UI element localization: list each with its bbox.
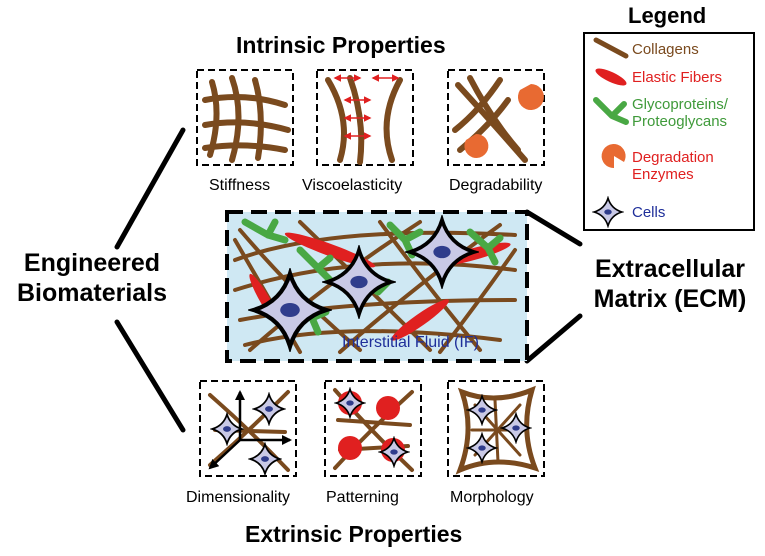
elastic-fiber-icon <box>595 68 627 86</box>
glycoprotein-icon <box>593 97 629 125</box>
morphology-label: Morphology <box>450 489 534 506</box>
interstitial-fluid-label: Interstitial Fluid (IF) <box>342 334 479 351</box>
ecm-panel <box>225 210 529 363</box>
legend-enzymes-line2: Enzymes <box>632 166 694 183</box>
stiffness-label: Stiffness <box>209 177 271 194</box>
degradability-panel <box>447 69 545 166</box>
connector-lines <box>114 127 583 433</box>
extracellular-matrix-line1: Extracellular <box>594 255 746 283</box>
viscoelasticity-label: Viscoelasticity <box>302 177 403 194</box>
patterning-label: Patterning <box>326 489 399 506</box>
legend-box <box>583 32 755 231</box>
engineered-biomaterials-line2: Biomaterials <box>16 279 168 307</box>
legend-title: Legend <box>628 3 707 28</box>
stiffness-panel <box>196 69 294 166</box>
legend-collagens: Collagens <box>632 41 699 58</box>
extracellular-matrix-label: Extracellular Matrix (ECM) <box>578 254 762 314</box>
degradability-label: Degradability <box>449 177 543 194</box>
morphology-panel <box>447 380 545 477</box>
collagen-icon <box>593 37 629 59</box>
dimensionality-label: Dimensionality <box>186 489 291 506</box>
extrinsic-title: Extrinsic Properties <box>245 521 463 547</box>
legend-enzymes-line1: Degradation <box>632 149 714 166</box>
legend-glycoproteins-line2: Proteoglycans <box>632 113 728 130</box>
legend-cells: Cells <box>632 204 666 221</box>
extracellular-matrix-line2: Matrix (ECM) <box>593 285 747 313</box>
viscoelasticity-panel <box>316 69 414 166</box>
legend-glycoproteins: Glycoproteins/ Proteoglycans <box>632 96 728 130</box>
enzyme-icon <box>601 144 626 169</box>
legend-enzymes: Degradation Enzymes <box>632 149 714 183</box>
patterning-panel <box>324 380 422 477</box>
intrinsic-title: Intrinsic Properties <box>236 32 446 58</box>
dimensionality-panel <box>199 380 297 477</box>
legend-elastic-fibers: Elastic Fibers <box>632 69 723 86</box>
engineered-biomaterials-label: Engineered Biomaterials <box>4 248 180 308</box>
legend-glycoproteins-line1: Glycoproteins/ <box>632 96 728 113</box>
engineered-biomaterials-line1: Engineered <box>23 249 161 277</box>
